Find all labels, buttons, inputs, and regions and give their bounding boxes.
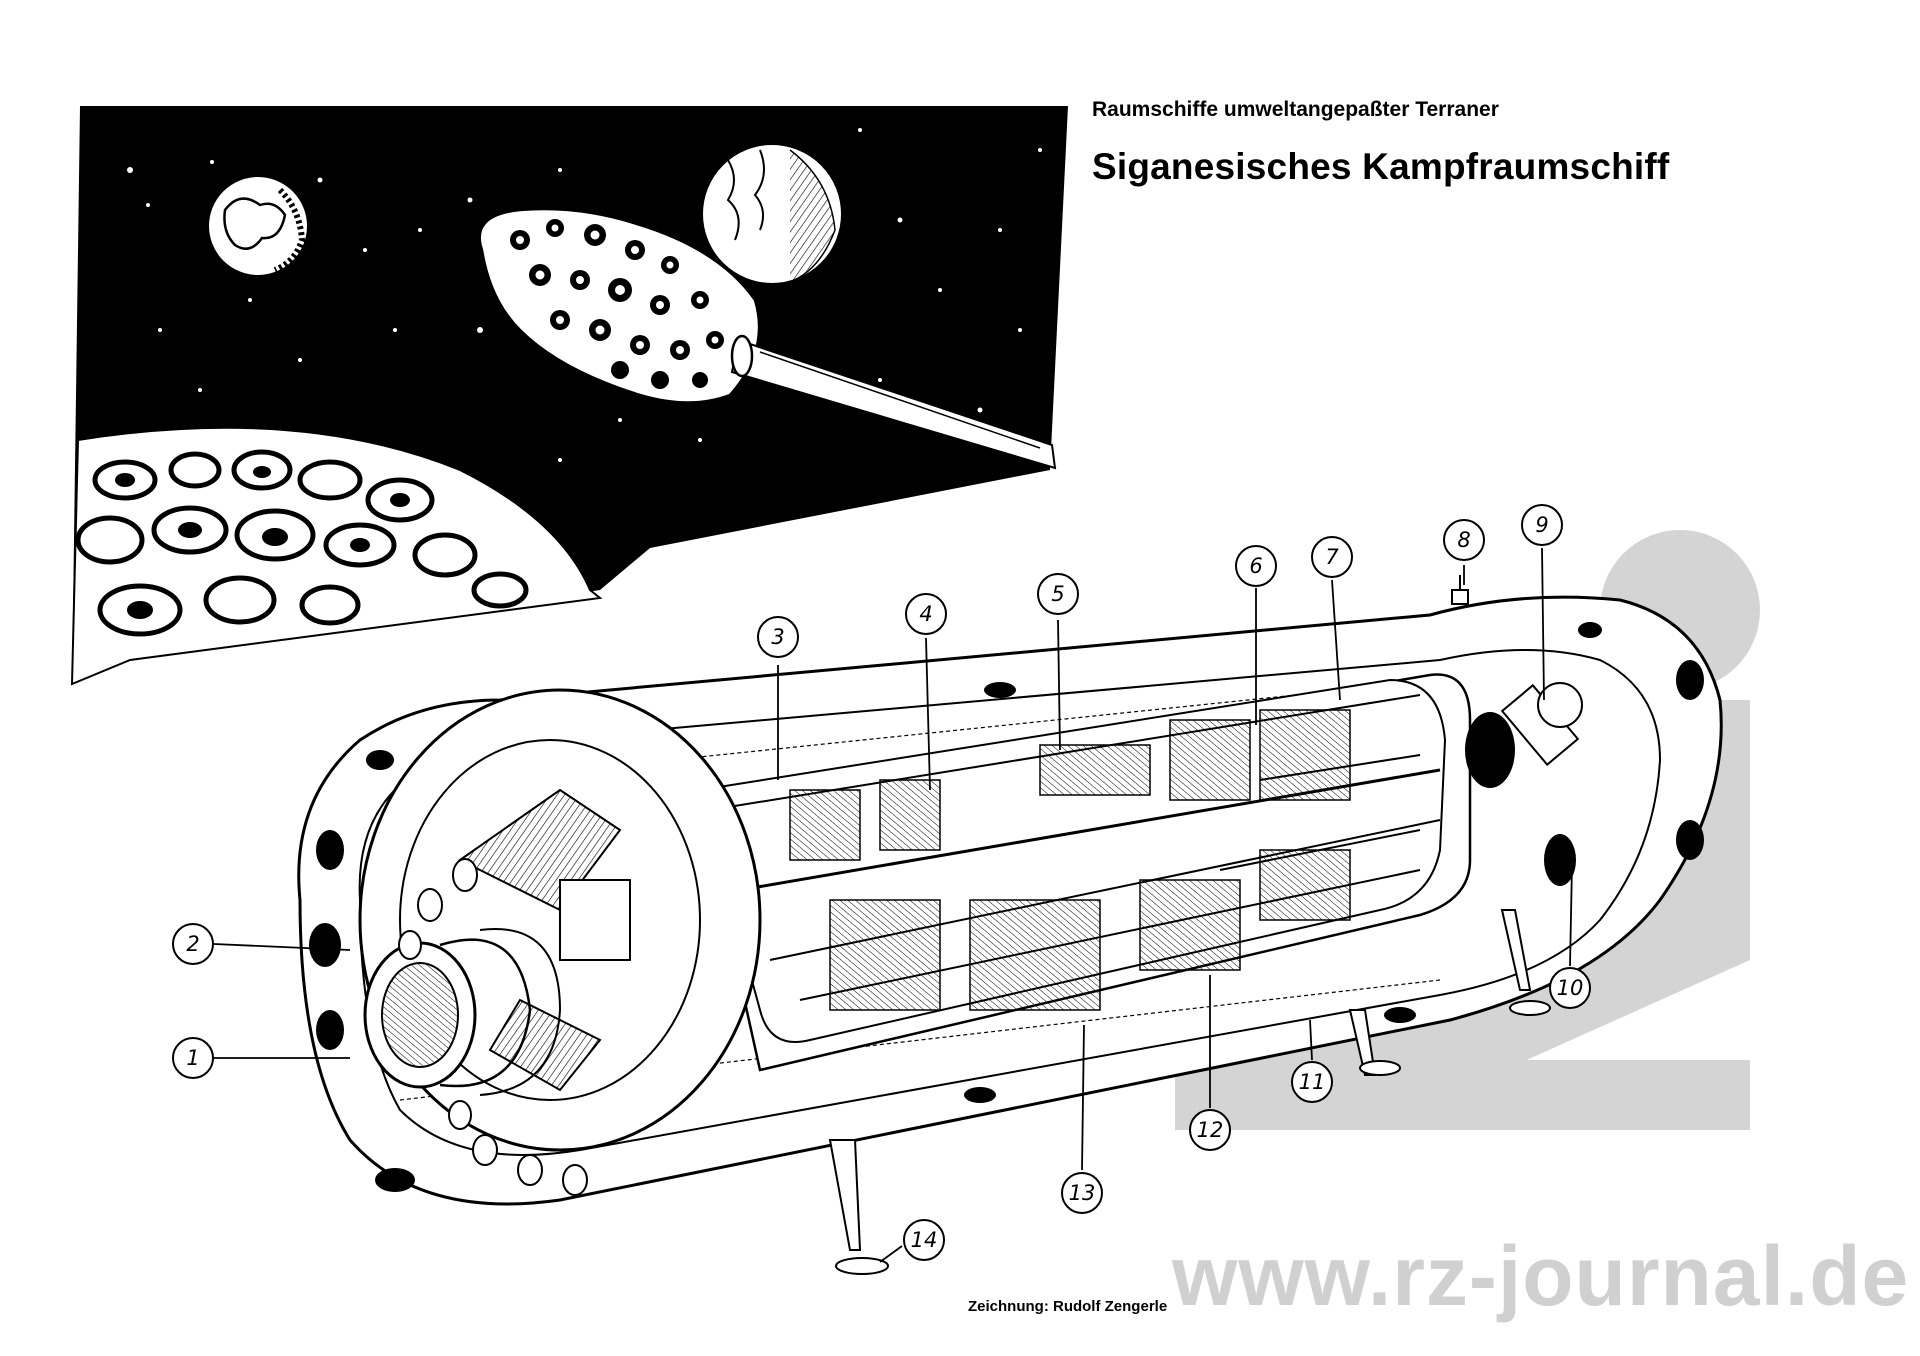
callout-circle <box>1235 545 1277 587</box>
callout-4: 4 <box>905 593 947 635</box>
space-scene-panel <box>70 106 1068 686</box>
callout-14: 14 <box>903 1219 945 1261</box>
callout-number: 9 <box>1535 513 1548 537</box>
antenna-icon <box>1451 575 1469 605</box>
callout-number: 5 <box>1051 582 1064 606</box>
callout-circle <box>172 1037 214 1079</box>
callout-12: 12 <box>1189 1109 1231 1151</box>
callout-5: 5 <box>1037 573 1079 615</box>
drawing-credit: Zeichnung: Rudolf Zengerle <box>968 1298 1168 1315</box>
callout-circle <box>1037 573 1079 615</box>
maneuver-thrusters-icon <box>398 858 588 1196</box>
callout-circle <box>1443 519 1485 561</box>
callout-11: 11 <box>1291 1061 1333 1103</box>
engine-trail-icon <box>730 334 1057 470</box>
page-title: Siganesisches Kampfraumschiff <box>1092 146 1670 187</box>
callout-6: 6 <box>1235 545 1277 587</box>
callout-circle <box>1061 1172 1103 1214</box>
callout-number: 6 <box>1249 554 1262 578</box>
asteroid-ship-icon <box>478 207 761 404</box>
hangar-bay-icon <box>1465 682 1583 886</box>
callout-circle <box>1521 504 1563 546</box>
callout-3: 3 <box>757 616 799 658</box>
callout-9: 9 <box>1521 504 1563 546</box>
machinery <box>789 709 1351 1011</box>
callout-circle <box>1311 536 1353 578</box>
callout-number: 13 <box>1069 1181 1096 1205</box>
small-moon-icon <box>207 175 309 277</box>
ship-cutaway-diagram <box>297 575 1723 1275</box>
callout-circle <box>1189 1109 1231 1151</box>
callout-7: 7 <box>1311 536 1353 578</box>
callout-number: 7 <box>1325 545 1339 569</box>
callout-circle <box>905 593 947 635</box>
pipes <box>799 754 1421 1001</box>
large-moon-icon <box>701 143 843 285</box>
main-thruster-icon <box>363 928 562 1096</box>
callout-2: 2 <box>172 923 214 965</box>
callout-circle <box>1291 1061 1333 1103</box>
callout-circle <box>757 616 799 658</box>
callout-circle <box>172 923 214 965</box>
callout-number: 2 <box>186 932 199 956</box>
callout-1: 1 <box>172 1037 214 1079</box>
callout-circle <box>1549 967 1591 1009</box>
hull-craters <box>309 622 1704 1192</box>
callout-number: 3 <box>771 625 784 649</box>
cratered-planet-icon <box>70 426 603 686</box>
callout-circle <box>903 1219 945 1261</box>
landing-leg-icon <box>828 909 1551 1275</box>
page-subtitle: Raumschiffe umweltangepaßter Terraner <box>1092 98 1499 121</box>
callout-number: 10 <box>1557 976 1584 1000</box>
watermark-url: www.rz-journal.de <box>1172 1229 1910 1323</box>
callout-8: 8 <box>1443 519 1485 561</box>
callout-10: 10 <box>1549 967 1591 1009</box>
callout-number: 8 <box>1457 528 1470 552</box>
callouts <box>213 547 1573 1263</box>
callout-number: 11 <box>1299 1070 1326 1094</box>
stars-icon <box>127 128 1042 462</box>
callout-13: 13 <box>1061 1172 1103 1214</box>
callout-number: 4 <box>919 602 932 626</box>
callout-number: 14 <box>911 1228 938 1252</box>
engine-bay <box>458 788 631 1092</box>
callout-number: 12 <box>1197 1118 1224 1142</box>
callout-number: 1 <box>186 1046 199 1070</box>
